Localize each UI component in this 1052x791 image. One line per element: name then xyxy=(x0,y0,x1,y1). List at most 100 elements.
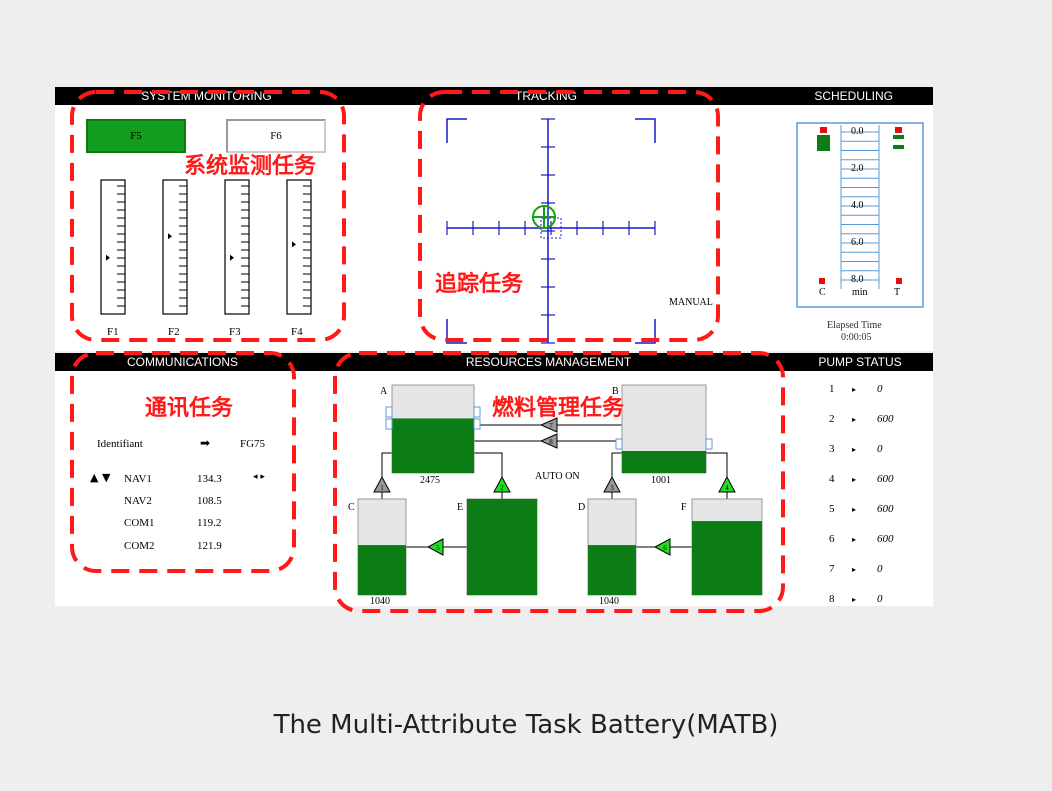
pump-7-label: 7 xyxy=(549,422,553,430)
channel-com2-name[interactable]: COM2 xyxy=(124,540,155,552)
channel-com1-name[interactable]: COM1 xyxy=(124,517,155,529)
auto-on-label: AUTO ON xyxy=(535,471,580,482)
pump-status-number: 1 xyxy=(829,383,835,395)
pump-status-flow: 0 xyxy=(877,443,883,455)
scheduling-timeline xyxy=(796,122,924,308)
annotation-comm: 通讯任务 xyxy=(145,396,234,421)
sched-unit: min xyxy=(852,287,868,298)
sysmon-scales xyxy=(100,179,312,315)
pump-status-number: 7 xyxy=(829,563,835,575)
tank-d xyxy=(587,498,637,596)
ident-arrow-icon: ➡ xyxy=(200,436,211,450)
scale-f3 xyxy=(224,179,250,315)
tank-b-value: 1001 xyxy=(651,475,671,486)
pump-status-number: 6 xyxy=(829,533,835,545)
scheduling-t-top xyxy=(895,127,902,133)
tracking-corner-tr xyxy=(635,118,656,143)
sysmon-header: SYSTEM MONITORING xyxy=(55,87,358,105)
pump-status-flow: 0 xyxy=(877,593,883,605)
tracking-mode-label: MANUAL xyxy=(669,297,713,308)
tank-e xyxy=(466,498,538,596)
tank-c-label: C xyxy=(348,502,355,513)
tracking-header: TRACKING xyxy=(358,87,734,105)
pump-2-label: 2 xyxy=(500,484,504,492)
sched-tick-4: 4.0 xyxy=(851,200,864,211)
pump-status-flow: 600 xyxy=(877,533,894,545)
pump-status-header: PUMP STATUS xyxy=(787,353,933,371)
ident-value: FG75 xyxy=(240,438,266,450)
scale-label-f1: F1 xyxy=(107,326,119,338)
annotation-sysmon: 系统监测任务 xyxy=(184,154,317,179)
pump-status-number: 5 xyxy=(829,503,835,515)
sched-t-label: T xyxy=(894,287,901,298)
scheduling-header: SCHEDULING xyxy=(734,87,933,105)
left-right-arrows-icon[interactable]: ◂ ▸ xyxy=(253,472,265,482)
tracking-display[interactable] xyxy=(339,105,753,351)
pump-status-arrow-icon: ▸ xyxy=(852,505,857,514)
f5-button[interactable]: F5 xyxy=(86,119,186,153)
pump-status-number: 2 xyxy=(829,413,835,425)
pump-status-number: 4 xyxy=(829,473,835,485)
pump-3-label: 3 xyxy=(610,484,614,492)
sched-c-label: C xyxy=(819,287,826,298)
pump-status-arrow-icon: ▸ xyxy=(852,475,857,484)
comm-header: COMMUNICATIONS xyxy=(55,353,310,371)
pump-status-flow: 600 xyxy=(877,503,894,515)
tank-d-label: D xyxy=(578,502,586,513)
scheduling-t-bar-2 xyxy=(893,145,904,149)
pump-8-label: 8 xyxy=(549,438,553,446)
pump-6-label: 6 xyxy=(663,544,667,552)
channel-nav1-value: 134.3 xyxy=(197,473,222,485)
pump-status-arrow-icon: ▸ xyxy=(852,415,857,424)
scale-label-f4: F4 xyxy=(291,326,303,338)
tracking-cursor xyxy=(532,205,556,229)
tank-c-value: 1040 xyxy=(370,596,390,607)
sched-tick-2: 2.0 xyxy=(851,163,864,174)
pump-status-flow: 0 xyxy=(877,563,883,575)
pump-status-flow: 0 xyxy=(877,383,883,395)
elapsed-time-label: Elapsed Time xyxy=(827,320,882,331)
resman-header: RESOURCES MANAGEMENT xyxy=(310,353,787,371)
channel-com2-value: 121.9 xyxy=(197,540,222,552)
scheduling-c-end xyxy=(819,278,825,284)
pump-1-label: 1 xyxy=(380,484,384,492)
pump-status-arrow-icon: ▸ xyxy=(852,445,857,454)
pump-5-label: 5 xyxy=(436,544,440,552)
scheduling-c-top xyxy=(820,127,827,133)
pump-status-arrow-icon: ▸ xyxy=(852,385,857,394)
pump-status-arrow-icon: ▸ xyxy=(852,595,857,604)
scale-label-f2: F2 xyxy=(168,326,180,338)
scale-label-f3: F3 xyxy=(229,326,241,338)
scheduling-c-bar xyxy=(817,135,830,151)
annotation-resman: 燃料管理任务 xyxy=(492,396,625,421)
pump-status-flow: 600 xyxy=(877,473,894,485)
pump-4-label: 4 xyxy=(725,484,729,492)
channel-nav2-name[interactable]: NAV2 xyxy=(124,495,152,507)
scale-f4 xyxy=(286,179,312,315)
channel-nav1-name[interactable]: NAV1 xyxy=(124,473,152,485)
tank-c xyxy=(357,498,407,596)
sched-tick-8: 8.0 xyxy=(851,274,864,285)
tank-a xyxy=(385,384,481,474)
ident-label: Identifiant xyxy=(97,438,143,450)
scale-f1 xyxy=(100,179,126,315)
annotation-tracking: 追踪任务 xyxy=(435,272,524,297)
tank-b xyxy=(615,384,713,474)
tank-d-value: 1040 xyxy=(599,596,619,607)
tracking-corner-tl xyxy=(446,118,467,143)
scheduling-t-end xyxy=(896,278,902,284)
tank-e-label: E xyxy=(457,502,464,513)
tank-f-label: F xyxy=(681,502,687,513)
elapsed-time-value: 0:00:05 xyxy=(841,332,872,343)
pump-status-number: 8 xyxy=(829,593,835,605)
sched-tick-0: 0.0 xyxy=(851,126,864,137)
pump-status-arrow-icon: ▸ xyxy=(852,535,857,544)
up-down-arrows-icon[interactable]: ▲ ▼ xyxy=(90,471,111,484)
scheduling-t-bar xyxy=(893,135,904,139)
tank-f xyxy=(691,498,763,596)
tank-a-label: A xyxy=(380,386,388,397)
channel-nav2-value: 108.5 xyxy=(197,495,222,507)
tracking-corner-bl xyxy=(446,319,467,344)
pump-status-panel xyxy=(787,371,933,606)
channel-com1-value: 119.2 xyxy=(197,517,222,529)
